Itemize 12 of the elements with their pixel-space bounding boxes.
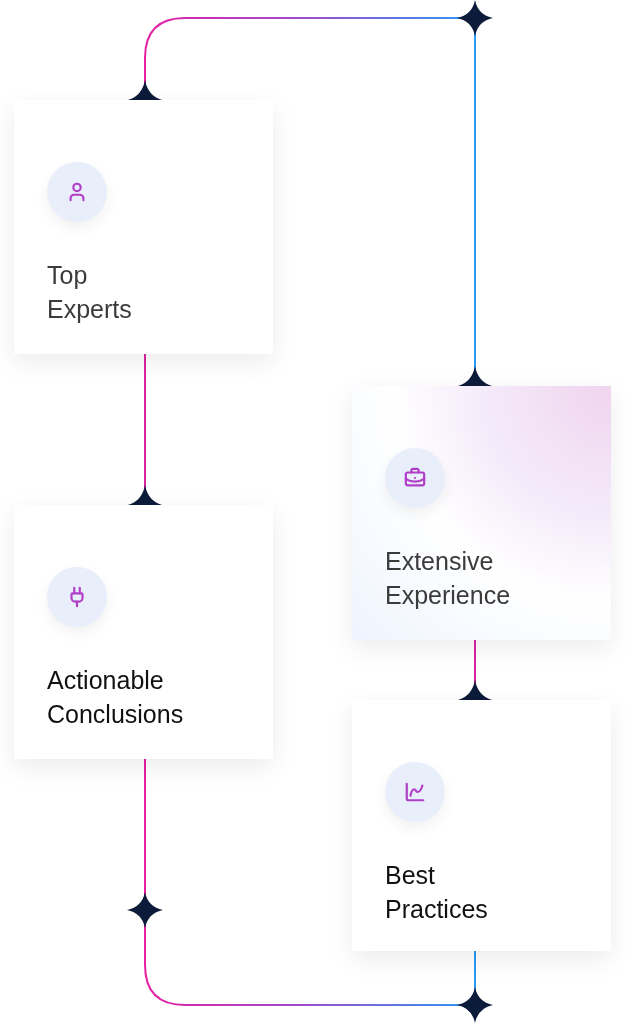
card-title: Actionable Conclusions [47,665,184,730]
feature-card [14,505,273,759]
connector-line [458,639,492,701]
feature-card [352,386,611,640]
feature-card [14,100,273,354]
card-title: Extensive Experience [385,546,511,611]
connector-line [144,758,476,1006]
feature-card [352,700,611,951]
card-title: Top Experts [47,260,132,325]
card-title: Best Practices [385,860,488,925]
connector-line [128,17,492,387]
connector-line [128,353,162,506]
